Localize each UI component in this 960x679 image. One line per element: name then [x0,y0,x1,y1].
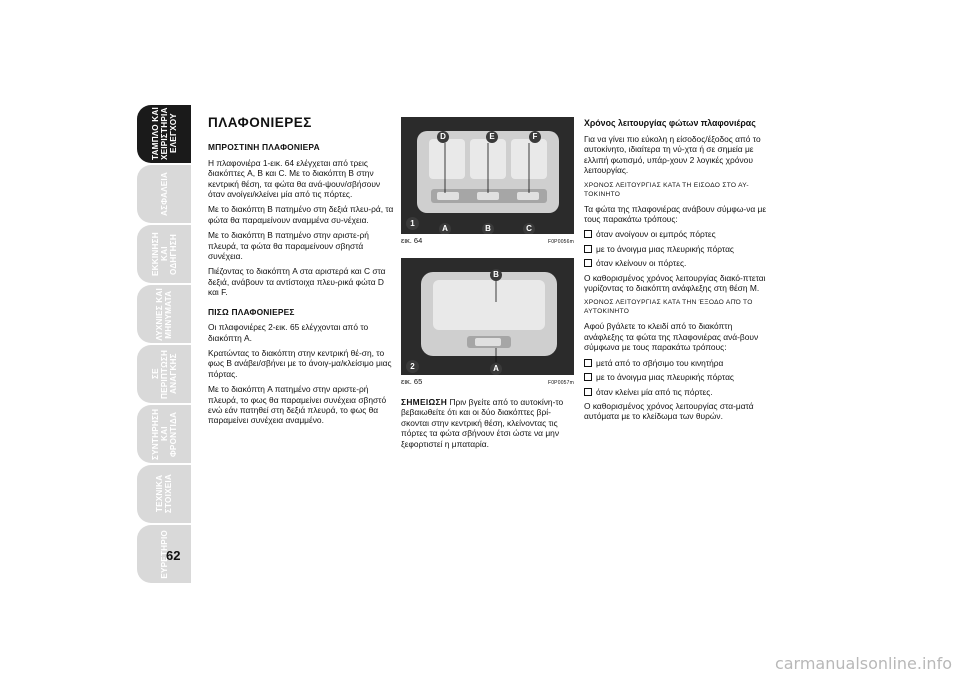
marker-label: A [490,362,502,375]
checkbox-bullet-icon [584,259,592,268]
figure-code: F0P0057m [547,380,574,386]
figure-caption: εικ. 64 F0P0056m [401,236,574,245]
tab-safety[interactable]: ΑΣΦΑΛΕΙΑ [137,165,191,223]
rear-light-heading: ΠΙΣΩ ΠΛΑΦΟΝΙΕΡΕΣ [208,306,295,317]
tab-starting-driving[interactable]: ΕΚΚΙΝΗΣΗ ΚΑΙ ΟΔΗΓΗΣΗ [137,225,191,283]
tab-label: ΕΚΚΙΝΗΣΗ ΚΑΙ ΟΔΗΓΗΣΗ [150,232,178,276]
paragraph: Αφού βγάλετε το κλειδί από το διακόπτη α… [584,321,759,353]
marker-label: B [490,268,502,281]
paragraph: Τα φώτα της πλαφονιέρας ανάβουν σύμφω-να… [584,203,767,225]
note-text: Πριν βγείτε από το αυτοκίνη-το βεβαιωθεί… [401,397,564,449]
tab-label: ΑΣΦΑΛΕΙΑ [159,172,169,216]
list-item-text: με το άνοιγμα μιας πλευρικής πόρτας [596,243,734,254]
marker-label: D [437,130,449,143]
checkbox-bullet-icon [584,230,592,239]
figure-label: εικ. 64 [401,236,423,245]
marker-label: 1 [406,217,419,230]
rear-ceiling-light-photo: B 2 A [401,258,574,375]
entry-subheading: ΧΡΟΝΟς ΛΕΙΤΟΥΡΓΙΑς ΚΑΤΑ ΤΗ ΕΙΣΟΔΟ ΣΤΟ ΑΥ… [584,181,749,198]
front-ceiling-light-photo: D E F 1 A B C [401,117,574,234]
tab-dashboard-controls[interactable]: ΤΑΜΠΛΟ ΚΑΙ ΧΕΙΡΙΣΤΗΡΙΑ ΕΛΕΓΧΟΥ [137,105,191,163]
marker-label: A [439,222,451,234]
paragraph: Με το διακόπτη B πατημένο στη δεξιά πλευ… [208,204,394,225]
page-number: 62 [166,548,181,563]
tab-maintenance[interactable]: ΣΥΝΤΗΡΗΣΗ ΚΑΙ ΦΡΟΝΤΙΔΑ [137,405,191,463]
tab-label: ΣΕ ΠΕΡΙΠΤΩΣΗ ΑΝΑΓΚΗΣ [150,349,178,399]
marker-label: B [482,222,494,234]
marker-label: E [486,130,498,143]
paragraph: Οι πλαφονιέρες 2-εικ. 65 ελέγχονται από … [208,322,369,343]
tab-label: ΤΕΧΝΙΚΑ ΣΤΟΙΧΕΙΑ [155,474,173,514]
checkbox-bullet-icon [584,373,592,382]
marker-b: B [490,264,502,282]
paragraph: Για να γίνει πιο εύκολη η είσοδος/έξοδος… [584,134,761,176]
tab-technical-data[interactable]: ΤΕΧΝΙΚΑ ΣΤΟΙΧΕΙΑ [137,465,191,523]
list-item: με το άνοιγμα μιας πλευρικής πόρτας [584,244,770,254]
paragraph: Πιέζοντας το διακόπτη A στα αριστερά και… [208,266,386,298]
marker-1: 1 [406,213,419,231]
paragraph: Ο καθορισμένος χρόνος λειτουργίας στα-μα… [584,400,754,422]
list-item: όταν κλείνουν οι πόρτες. [584,258,770,268]
exit-subheading: ΧΡΟΝΟς ΛΕΙΤΟΥΡΓΙΑς ΚΑΤΑ ΤΗΝ ΈΞΟΔΟ ΑπΌ ΤΟ… [584,299,753,316]
list-item-text: με το άνοιγμα μιας πλευρικής πόρτας [596,372,734,383]
figure-code: F0P0056m [547,239,574,245]
list-item: με το άνοιγμα μιας πλευρικής πόρτας [584,372,770,382]
note-lead: ΣΗΜΕΙΩΣΗ [401,397,448,407]
marker-label: C [523,222,535,234]
marker-2: 2 [406,356,419,374]
checkbox-bullet-icon [584,358,592,367]
tab-emergency[interactable]: ΣΕ ΠΕΡΙΠΤΩΣΗ ΑΝΑΓΚΗΣ [137,345,191,403]
checkbox-bullet-icon [584,387,592,396]
figure-65: B 2 A εικ. 65 F0P0057m [401,258,574,386]
marker-b: B [482,218,494,234]
list-item-text: όταν ανοίγουν οι εμπρός πόρτες [596,229,716,240]
figure-caption: εικ. 65 F0P0057m [401,377,574,386]
marker-label: F [529,130,541,143]
marker-a: A [490,358,502,375]
paragraph: Με το διακόπτη A πατημένο στην αριστε-ρή… [208,384,387,426]
note: ΣΗΜΕΙΩΣΗ Πριν βγείτε από το αυτοκίνη-το … [401,397,574,449]
tab-index[interactable]: ΕΥΡΕΤΗΡΙΟ [137,525,191,583]
column-right: Χρόνος λειτουργίας φώτων πλαφονιέρας Για… [584,118,770,427]
figure-label: εικ. 65 [401,377,423,386]
list-item: όταν κλείνει μία από τις πόρτες. [584,387,770,397]
tab-label: ΛΥΧΝΙΕΣ ΚΑΙ ΜΗΝΥΜΑΤΑ [155,287,173,341]
timing-heading: Χρόνος λειτουργίας φώτων πλαφονιέρας [584,118,756,128]
marker-d: D [437,126,449,144]
figure-64: D E F 1 A B C εικ. 64 F0P0056m [401,117,574,245]
list-item: όταν ανοίγουν οι εμπρός πόρτες [584,229,770,239]
list-item-text: όταν κλείνει μία από τις πόρτες. [596,386,713,397]
list-item: μετά από το σβήσιμο του κινητήρα [584,358,770,368]
tab-label: ΤΑΜΠΛΟ ΚΑΙ ΧΕΙΡΙΣΤΗΡΙΑ ΕΛΕΓΧΟΥ [150,107,178,161]
marker-a: A [439,218,451,234]
paragraph: Κρατώντας το διακόπτη στην κεντρική θέ-σ… [208,347,392,379]
watermark: carmanualsonline.info [774,654,952,673]
paragraph: Η πλαφονιέρα 1-εικ. 64 ελέγχεται από τρε… [208,157,381,200]
marker-e: E [486,126,498,144]
column-left: ΠΛΑΦΟΝΙΕΡΕΣ ΜΠΡΟΣΤΙΝΗ ΠΛΑΦΟΝΙΕΡΑ Η πλαφο… [208,115,394,431]
front-light-heading: ΜΠΡΟΣΤΙΝΗ ΠΛΑΦΟΝΙΕΡΑ [208,142,320,153]
list-item-text: μετά από το σβήσιμο του κινητήρα [596,357,724,368]
tab-warning-lights[interactable]: ΛΥΧΝΙΕΣ ΚΑΙ ΜΗΝΥΜΑΤΑ [137,285,191,343]
front-ceiling-light-illustration [401,117,574,234]
list-item-text: όταν κλείνουν οι πόρτες. [596,258,687,269]
marker-label: 2 [406,360,419,373]
marker-f: F [529,126,541,144]
paragraph: Ο καθορισμένος χρόνος λειτουργίας διακό-… [584,272,766,294]
tab-label: ΣΥΝΤΗΡΗΣΗ ΚΑΙ ΦΡΟΝΤΙΔΑ [150,408,178,460]
rear-ceiling-light-illustration [401,258,574,375]
marker-c: C [523,218,535,234]
paragraph: Με το διακόπτη B πατημένο στην αριστε-ρή… [208,230,369,262]
checkbox-bullet-icon [584,244,592,253]
page-title: ΠΛΑΦΟΝΙΕΡΕΣ [208,115,312,130]
